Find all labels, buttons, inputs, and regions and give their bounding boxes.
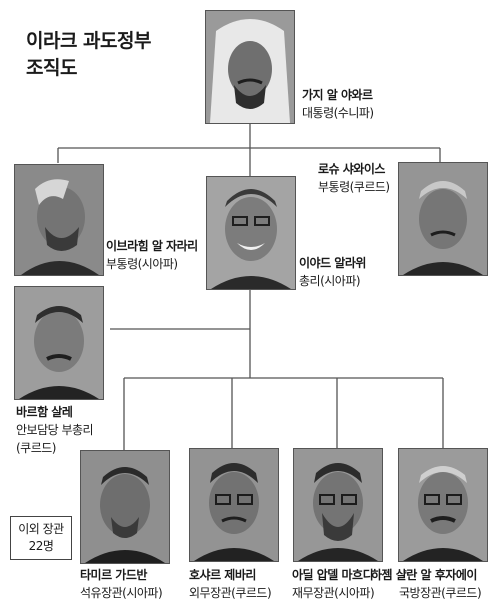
defense-minister-label: 하젬 샬란 알 후자에이 국방장관(쿠르드) xyxy=(371,566,482,602)
dpm-saleh-photo xyxy=(14,286,104,400)
defense-minister-name: 하젬 샬란 알 후자에이 xyxy=(371,568,477,582)
portrait-icon xyxy=(15,165,103,275)
oil-minister-name: 타미르 가드반 xyxy=(80,568,147,582)
finance-minister-role: 재무장관(시아파) xyxy=(292,586,375,600)
other-ministers-note-line1: 이외 장관 xyxy=(18,522,64,536)
vp-jaafari-role: 부통령(시아파) xyxy=(106,257,178,271)
chart-title-line1: 이라크 과도정부 xyxy=(26,30,151,52)
portrait-icon xyxy=(207,177,295,289)
other-ministers-note: 이외 장관 22명 xyxy=(10,516,72,560)
vp-shaways-role: 부통령(쿠르드) xyxy=(318,180,390,194)
foreign-minister-label: 호샤르 제바리 외무장관(쿠르드) xyxy=(189,566,272,602)
oil-minister-label: 타미르 가드반 석유장관(시아파) xyxy=(80,566,163,602)
dpm-saleh-label: 바르함 살레 안보담당 부총리 (쿠르드) xyxy=(16,403,94,457)
president-name: 가지 알 야와르 xyxy=(302,88,373,102)
foreign-minister-name: 호샤르 제바리 xyxy=(189,568,256,582)
vp-shaways-name: 로슈 샤와이스 xyxy=(318,162,385,176)
president-photo xyxy=(205,10,295,124)
portrait-icon xyxy=(206,11,294,123)
pm-allawi-photo xyxy=(206,176,296,290)
defense-minister-role: 국방장관(쿠르드) xyxy=(399,586,482,600)
pm-allawi-label: 이야드 알라위 총리(시아파) xyxy=(299,254,366,290)
finance-minister-photo xyxy=(293,448,383,562)
vp-shaways-photo xyxy=(398,162,488,276)
vp-jaafari-photo xyxy=(14,164,104,276)
finance-minister-name: 아딜 압델 마흐디 xyxy=(292,568,374,582)
finance-minister-label: 아딜 압델 마흐디 재무장관(시아파) xyxy=(292,566,375,602)
vp-shaways-label: 로슈 샤와이스 부통령(쿠르드) xyxy=(318,160,390,196)
pm-allawi-role: 총리(시아파) xyxy=(299,274,361,288)
dpm-saleh-name: 바르함 살레 xyxy=(16,405,73,419)
oil-minister-photo xyxy=(80,450,170,564)
vp-jaafari-name: 이브라힘 알 자라리 xyxy=(106,239,198,253)
pm-allawi-name: 이야드 알라위 xyxy=(299,256,366,270)
portrait-icon xyxy=(190,449,278,561)
portrait-icon xyxy=(294,449,382,561)
dpm-saleh-role-line1: 안보담당 부총리 xyxy=(16,423,94,437)
chart-title: 이라크 과도정부 조직도 xyxy=(26,28,151,82)
foreign-minister-photo xyxy=(189,448,279,562)
defense-minister-photo xyxy=(398,448,488,562)
vp-jaafari-label: 이브라힘 알 자라리 부통령(시아파) xyxy=(106,237,198,273)
oil-minister-role: 석유장관(시아파) xyxy=(80,586,163,600)
chart-title-line2: 조직도 xyxy=(26,57,77,79)
dpm-saleh-role-line2: (쿠르드) xyxy=(16,441,56,455)
foreign-minister-role: 외무장관(쿠르드) xyxy=(189,586,272,600)
portrait-icon xyxy=(399,163,487,275)
portrait-icon xyxy=(15,287,103,399)
portrait-icon xyxy=(81,451,169,563)
portrait-icon xyxy=(399,449,487,561)
president-label: 가지 알 야와르 대통령(수니파) xyxy=(302,86,374,122)
other-ministers-note-line2: 22명 xyxy=(28,539,54,553)
president-role: 대통령(수니파) xyxy=(302,106,374,120)
